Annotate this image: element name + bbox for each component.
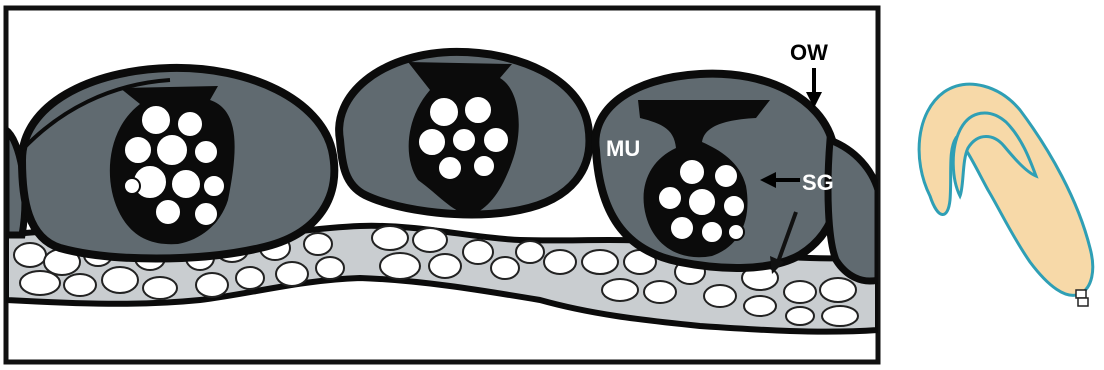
cross-section-panel: OW MU SG (6, 8, 878, 362)
label-ow: OW (790, 40, 828, 65)
gland-1 (22, 68, 334, 259)
inset-marker (1076, 290, 1088, 306)
inset-outline (919, 84, 1093, 295)
label-sg: SG (802, 170, 834, 195)
gland-2 (339, 52, 589, 216)
label-mu: MU (606, 136, 640, 161)
location-inset (919, 84, 1093, 306)
